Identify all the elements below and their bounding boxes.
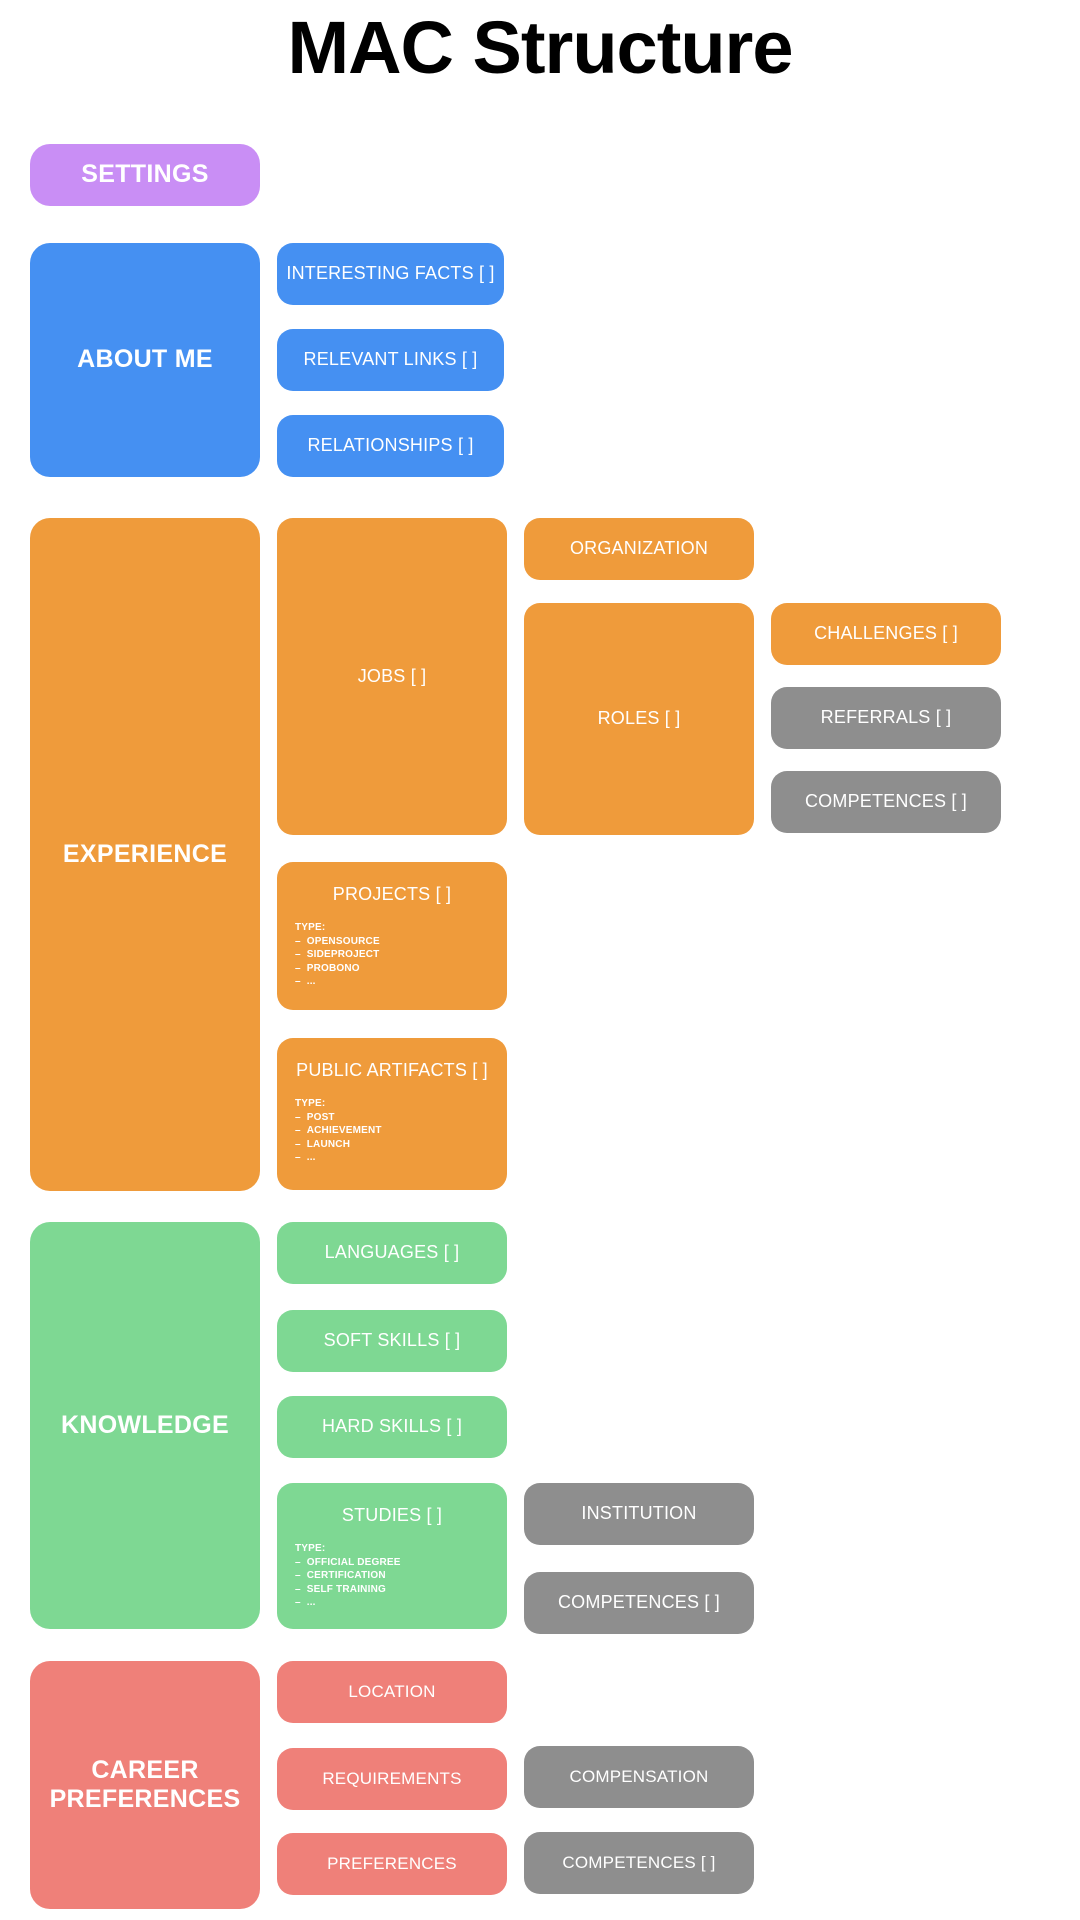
career-preferences-location-label: LOCATION <box>348 1681 436 1701</box>
knowledge-soft-skills[interactable]: SOFT SKILLS [ ] <box>277 1310 507 1372</box>
type-item: CERTIFICATION <box>295 1569 507 1583</box>
experience-block[interactable]: EXPERIENCE <box>30 518 260 1191</box>
type-item: ... <box>295 1596 507 1610</box>
knowledge-soft-skills-label: SOFT SKILLS [ ] <box>323 1330 461 1351</box>
type-item: ... <box>295 975 507 989</box>
experience-organization[interactable]: ORGANIZATION <box>524 518 754 580</box>
about-me-interesting-facts[interactable]: INTERESTING FACTS [ ] <box>277 243 504 305</box>
type-item: OPENSOURCE <box>295 935 507 949</box>
career-preferences-compensation[interactable]: COMPENSATION <box>524 1746 754 1808</box>
experience-organization-label: ORGANIZATION <box>569 538 709 559</box>
knowledge-competences[interactable]: COMPETENCES [ ] <box>524 1572 754 1634</box>
type-item: PROBONO <box>295 962 507 976</box>
experience-referrals-label: REFERRALS [ ] <box>820 707 952 728</box>
knowledge-studies-type-list: TYPE: OFFICIAL DEGREE CERTIFICATION SELF… <box>277 1542 507 1610</box>
type-heading: TYPE: <box>295 1543 326 1555</box>
experience-public-artifacts-type-list: TYPE: POST ACHIEVEMENT LAUNCH ... <box>277 1097 507 1165</box>
knowledge-hard-skills[interactable]: HARD SKILLS [ ] <box>277 1396 507 1458</box>
type-heading: TYPE: <box>295 1098 326 1110</box>
knowledge-institution[interactable]: INSTITUTION <box>524 1483 754 1545</box>
career-preferences-compensation-label: COMPENSATION <box>569 1766 709 1786</box>
experience-competences-label: COMPETENCES [ ] <box>804 791 968 812</box>
experience-roles-label: ROLES [ ] <box>597 708 681 729</box>
career-preferences-preferences[interactable]: PREFERENCES <box>277 1833 507 1895</box>
type-item: OFFICIAL DEGREE <box>295 1556 507 1570</box>
knowledge-institution-label: INSTITUTION <box>581 1503 697 1524</box>
experience-roles[interactable]: ROLES [ ] <box>524 603 754 835</box>
knowledge-competences-label: COMPETENCES [ ] <box>557 1592 721 1613</box>
career-preferences-location[interactable]: LOCATION <box>277 1661 507 1723</box>
about-me-relationships-label: RELATIONSHIPS [ ] <box>307 435 474 456</box>
about-me-label: ABOUT ME <box>77 345 213 374</box>
experience-challenges[interactable]: CHALLENGES [ ] <box>771 603 1001 665</box>
about-me-relevant-links[interactable]: RELEVANT LINKS [ ] <box>277 329 504 391</box>
type-item: ACHIEVEMENT <box>295 1124 507 1138</box>
knowledge-languages-label: LANGUAGES [ ] <box>324 1242 460 1263</box>
knowledge-label: KNOWLEDGE <box>61 1410 229 1439</box>
experience-public-artifacts-label: PUBLIC ARTIFACTS [ ] <box>296 1060 488 1080</box>
career-preferences-requirements-label: REQUIREMENTS <box>322 1768 462 1788</box>
experience-jobs-label: JOBS [ ] <box>357 665 427 686</box>
about-me-block[interactable]: ABOUT ME <box>30 243 260 477</box>
type-item: SELF TRAINING <box>295 1583 507 1597</box>
about-me-relationships[interactable]: RELATIONSHIPS [ ] <box>277 415 504 477</box>
experience-referrals[interactable]: REFERRALS [ ] <box>771 687 1001 749</box>
type-item: SIDEPROJECT <box>295 948 507 962</box>
career-preferences-label-line1: CAREER <box>91 1755 199 1784</box>
career-preferences-competences[interactable]: COMPETENCES [ ] <box>524 1832 754 1894</box>
experience-public-artifacts[interactable]: PUBLIC ARTIFACTS [ ] TYPE: POST ACHIEVEM… <box>277 1038 507 1190</box>
knowledge-languages[interactable]: LANGUAGES [ ] <box>277 1222 507 1284</box>
career-preferences-block[interactable]: CAREER PREFERENCES <box>30 1661 260 1909</box>
experience-projects-label: PROJECTS [ ] <box>332 884 452 904</box>
knowledge-studies[interactable]: STUDIES [ ] TYPE: OFFICIAL DEGREE CERTIF… <box>277 1483 507 1629</box>
experience-jobs[interactable]: JOBS [ ] <box>277 518 507 835</box>
settings-label: SETTINGS <box>81 160 209 189</box>
page-title: MAC Structure <box>287 6 793 89</box>
experience-challenges-label: CHALLENGES [ ] <box>814 623 958 644</box>
career-preferences-requirements[interactable]: REQUIREMENTS <box>277 1748 507 1810</box>
type-item: LAUNCH <box>295 1138 507 1152</box>
type-heading: TYPE: <box>295 922 326 934</box>
experience-projects-type-list: TYPE: OPENSOURCE SIDEPROJECT PROBONO ... <box>277 921 507 989</box>
knowledge-hard-skills-label: HARD SKILLS [ ] <box>321 1416 463 1437</box>
knowledge-block[interactable]: KNOWLEDGE <box>30 1222 260 1629</box>
settings-block[interactable]: SETTINGS <box>30 144 260 206</box>
about-me-interesting-facts-label: INTERESTING FACTS [ ] <box>286 263 495 284</box>
experience-projects[interactable]: PROJECTS [ ] TYPE: OPENSOURCE SIDEPROJEC… <box>277 862 507 1010</box>
career-preferences-competences-label: COMPETENCES [ ] <box>562 1852 716 1872</box>
experience-label: EXPERIENCE <box>62 839 228 868</box>
experience-competences[interactable]: COMPETENCES [ ] <box>771 771 1001 833</box>
about-me-relevant-links-label: RELEVANT LINKS [ ] <box>303 349 478 370</box>
knowledge-studies-label: STUDIES [ ] <box>341 1505 443 1525</box>
type-item: POST <box>295 1111 507 1125</box>
career-preferences-label-line2: PREFERENCES <box>49 1785 241 1813</box>
type-item: ... <box>295 1151 507 1165</box>
career-preferences-preferences-label: PREFERENCES <box>327 1853 457 1873</box>
